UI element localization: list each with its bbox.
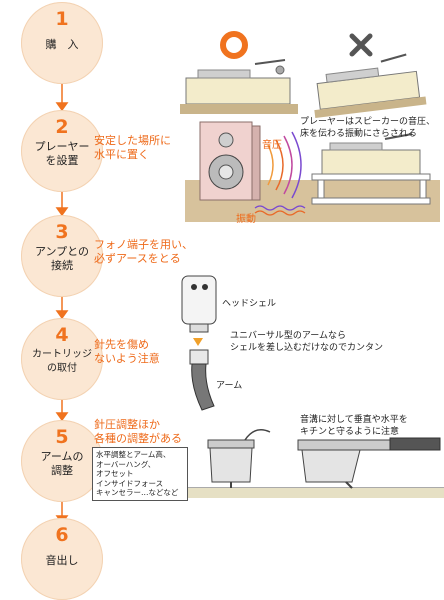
step-number: 6: [55, 524, 69, 546]
groove-note: 音溝に対して垂直や水平を キチンと守るように注意: [300, 415, 408, 437]
arm-label: アーム: [216, 381, 243, 391]
step-title: カートリッジ の取付: [32, 349, 92, 374]
step-title: 音出し: [45, 554, 79, 567]
vibration-lines: [254, 205, 306, 216]
step-title: プレーヤー を設置: [34, 140, 90, 167]
step5-detail-box: 水平調整とアーム高、 オーバーハング、 オフセット インサイドフォース キャンセ…: [92, 447, 188, 501]
circle-ok-icon: [220, 31, 248, 59]
headshell: [181, 275, 217, 333]
turntable-on-rack: [311, 133, 431, 205]
step-2: 2 プレーヤー を設置: [21, 110, 103, 192]
step-number: 1: [55, 8, 69, 30]
turntable-level: [180, 59, 298, 114]
step-number: 2: [55, 116, 69, 138]
speaker-vibration-note: プレーヤーはスピーカーの音圧、 床を伝わる振動にさらされる: [300, 117, 436, 139]
tonearm: [189, 349, 215, 411]
cross-ng-icon: [349, 33, 373, 57]
insert-arrow-icon: [193, 338, 203, 346]
turntable-tilted: [314, 53, 427, 119]
speaker: [199, 121, 261, 201]
step-title: 購 入: [45, 38, 79, 51]
step4-note: 針先を傷め ないよう注意: [94, 338, 160, 365]
step-3: 3 アンプとの 接続: [21, 215, 103, 297]
step-title: アンプとの 接続: [34, 245, 90, 272]
step-6: 6 音出し: [21, 518, 103, 600]
step-number: 3: [55, 221, 69, 243]
sound-pressure-label: 音圧: [262, 140, 282, 151]
vibration-label: 振動: [236, 214, 256, 225]
step5-note: 針圧調整ほか 各種の調整がある: [94, 418, 182, 445]
step2-note: 安定した場所に 水平に置く: [94, 134, 171, 161]
step-4: 4 カートリッジ の取付: [21, 318, 103, 400]
step-number: 5: [55, 426, 69, 448]
flow-arrows: [55, 82, 69, 525]
cartridge-front: [207, 429, 271, 488]
cartridge-side: [297, 437, 441, 489]
step-title: アームの 調整: [40, 450, 84, 477]
step3-note: フォノ端子を用い、 必ずアースをとる: [94, 238, 193, 265]
step-1: 1 購 入: [21, 2, 103, 84]
sound-waves: [267, 131, 302, 199]
step-number: 4: [55, 324, 69, 346]
universal-arm-note: ユニバーサル型のアームなら シェルを差し込むだけなのでカンタン: [230, 331, 384, 353]
headshell-label: ヘッドシェル: [222, 299, 277, 309]
step-5: 5 アームの 調整: [21, 420, 103, 502]
